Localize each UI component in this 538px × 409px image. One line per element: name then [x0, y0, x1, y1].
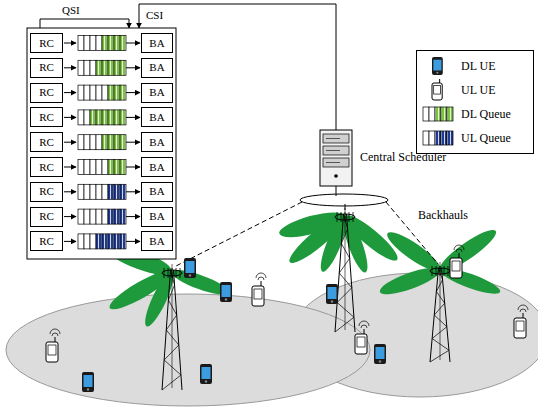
legend-text: DL Queue: [461, 107, 511, 122]
legend-sample: [421, 55, 455, 77]
beam-allocation-box: BA: [141, 157, 173, 177]
box-label: RC: [39, 62, 54, 73]
scheduler-frame: [27, 28, 176, 259]
box-label: RC: [39, 162, 54, 173]
box-label: BA: [149, 112, 164, 123]
csi-label: CSI: [146, 8, 163, 22]
box-label: RC: [39, 87, 54, 98]
dl-queue: [64, 36, 140, 51]
box-label: RC: [39, 186, 54, 197]
legend-entry: DL Queue: [421, 102, 529, 126]
ul-queue: [64, 209, 140, 224]
beam-allocation-box: BA: [141, 132, 173, 152]
legend-sample: [421, 79, 455, 101]
ul-ue-icon: [46, 329, 60, 362]
legend-entry: DL UE: [421, 54, 529, 78]
rate-control-box: RC: [30, 83, 63, 103]
beam-allocation-box: BA: [141, 182, 173, 202]
base-station-tower: [162, 264, 182, 390]
ul-queue: [64, 184, 140, 199]
backhaul-link: [176, 202, 302, 266]
rate-control-box: RC: [30, 231, 63, 251]
legend-sample: [421, 127, 455, 149]
cell-area: [6, 294, 370, 406]
rate-control-box: RC: [30, 207, 63, 227]
legend-entry: UL UE: [421, 78, 529, 102]
csi-feedback-wire: [139, 4, 336, 130]
dl-ue-icon: [82, 372, 94, 392]
dl-queue: [64, 135, 140, 150]
rate-control-box: RC: [30, 58, 63, 78]
ul-ue-icon: [514, 305, 528, 338]
beam-allocation-box: BA: [141, 207, 173, 227]
server-icon: [320, 130, 352, 186]
base-station-tower: [430, 262, 450, 362]
beam-allocation-box: BA: [141, 58, 173, 78]
box-label: BA: [149, 211, 164, 222]
ul-ue-icon: [355, 321, 369, 354]
box-label: BA: [149, 236, 164, 247]
antenna-beam: [377, 262, 443, 299]
box-label: BA: [149, 38, 164, 49]
box-label: BA: [149, 186, 164, 197]
box-label: BA: [149, 162, 164, 173]
backhaul-ring: [300, 194, 388, 206]
rate-control-box: RC: [30, 107, 63, 127]
dl-ue-icon: [184, 258, 196, 278]
base-station-tower: [335, 208, 355, 332]
box-label: BA: [149, 62, 164, 73]
rate-control-box: RC: [30, 33, 63, 53]
dl-queue: [64, 85, 140, 100]
legend-entry: UL Queue: [421, 126, 529, 150]
beam-allocation-box: BA: [141, 231, 173, 251]
ul-ue-icon: [450, 245, 464, 278]
backhaul-label: Backhauls: [418, 208, 468, 222]
rate-control-box: RC: [30, 132, 63, 152]
box-label: RC: [39, 38, 54, 49]
box-label: RC: [39, 112, 54, 123]
box-label: BA: [149, 87, 164, 98]
beam-allocation-box: BA: [141, 83, 173, 103]
box-label: BA: [149, 137, 164, 148]
legend-text: UL Queue: [461, 131, 511, 146]
dl-ue-icon: [200, 364, 212, 384]
qsi-label: QSI: [62, 3, 80, 17]
dl-ue-icon: [374, 344, 386, 364]
rate-control-box: RC: [30, 157, 63, 177]
dl-queue: [64, 160, 140, 175]
beam-allocation-box: BA: [141, 107, 173, 127]
legend: DL UE UL UE DL Queue UL Queue: [416, 50, 534, 154]
box-label: RC: [39, 211, 54, 222]
dl-queue: [64, 110, 140, 125]
legend-text: UL UE: [461, 83, 496, 98]
beam-allocation-box: BA: [141, 33, 173, 53]
rate-control-box: RC: [30, 182, 63, 202]
ul-queue: [64, 234, 140, 249]
backhaul-link: [345, 204, 346, 210]
box-label: RC: [39, 137, 54, 148]
legend-sample: [421, 103, 455, 125]
ul-ue-icon: [252, 273, 266, 306]
dl-queue: [64, 60, 140, 75]
dl-ue-icon: [220, 282, 232, 302]
box-label: RC: [39, 236, 54, 247]
legend-text: DL UE: [461, 59, 496, 74]
dl-ue-icon: [326, 284, 338, 304]
